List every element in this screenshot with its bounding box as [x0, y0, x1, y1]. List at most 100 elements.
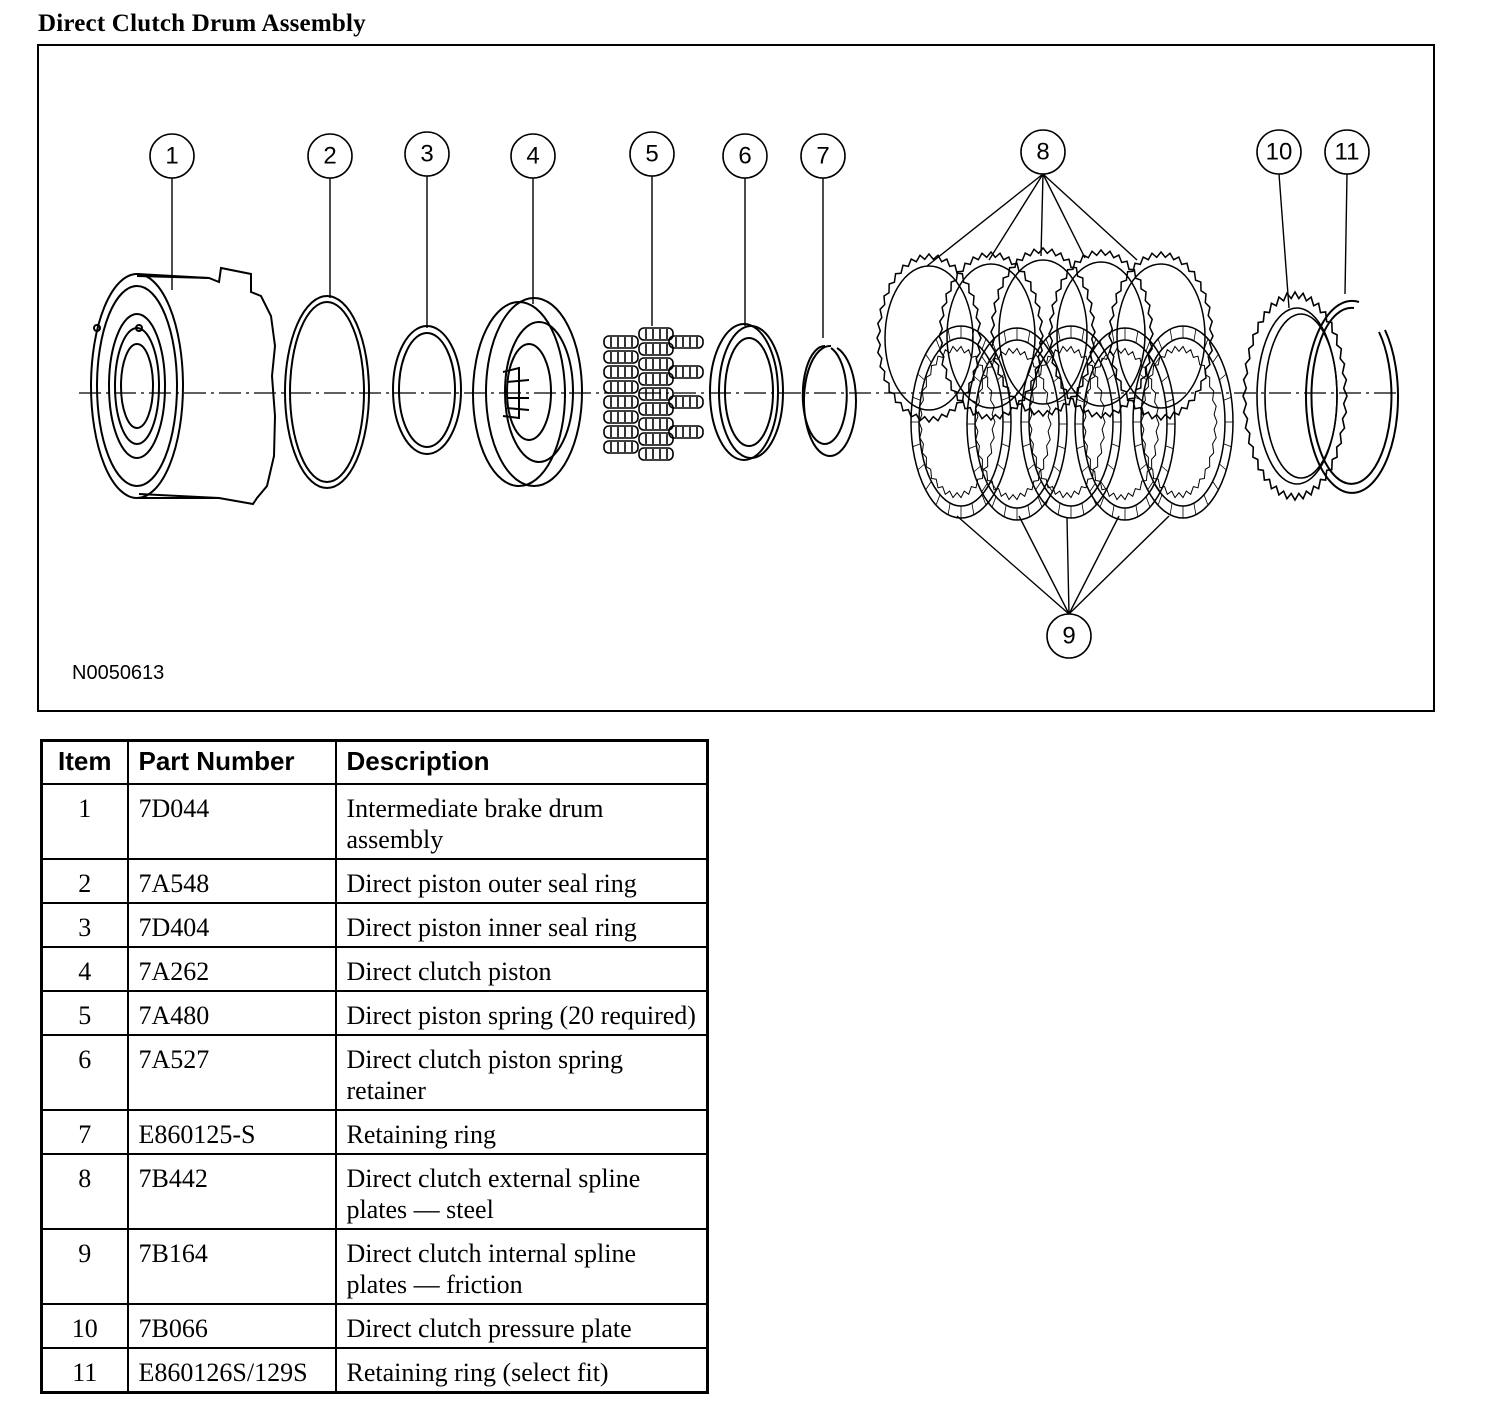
cell-description: Direct clutch internal spline plates — f…	[334, 1228, 709, 1305]
callout-2-circle	[307, 133, 353, 179]
table-row: 5 7A480 Direct piston spring (20 require…	[40, 990, 709, 1036]
callout-5-circle	[629, 131, 675, 177]
callout-9-circle	[1046, 613, 1092, 659]
callout-8-circle	[1020, 129, 1066, 175]
coil-spring	[603, 335, 639, 349]
callout-10-circle	[1256, 129, 1302, 175]
table-row: 3 7D404 Direct piston inner seal ring	[40, 902, 709, 948]
cell-part-number: 7D044	[126, 783, 337, 860]
coil-spring	[603, 440, 639, 454]
header-item: Item	[40, 739, 129, 785]
figure-id: N0050613	[72, 662, 164, 684]
table-row: 10 7B066 Direct clutch pressure plate	[40, 1303, 709, 1349]
callout-11-circle	[1324, 129, 1370, 175]
piston-springs-drawing	[603, 327, 704, 461]
cell-part-number: E860126S/129S	[126, 1347, 337, 1394]
cell-item: 7	[40, 1109, 129, 1155]
pressure-plate-teeth	[1242, 290, 1348, 502]
pressure-plate-drawing	[1242, 290, 1348, 502]
coil-spring	[638, 357, 674, 371]
leader-lines	[171, 173, 1348, 615]
callout-3: 3	[404, 131, 450, 177]
coil-spring	[668, 425, 704, 439]
callout-1-circle	[149, 133, 195, 179]
callout-2-label: 2	[323, 143, 336, 170]
steel-plate	[1108, 250, 1214, 422]
cell-item: 6	[40, 1034, 129, 1111]
retaining-ring-drawing	[801, 344, 857, 457]
cell-description: Direct piston inner seal ring	[334, 902, 709, 948]
table-row: 11 E860126S/129S Retaining ring (select …	[40, 1347, 709, 1394]
cell-item: 8	[40, 1153, 129, 1230]
header-description: Description	[334, 739, 709, 785]
cell-item: 2	[40, 858, 129, 904]
steel-plate	[1048, 248, 1154, 420]
callout-4-circle	[510, 133, 556, 179]
coil-spring	[668, 365, 704, 379]
callout-8-label: 8	[1036, 139, 1049, 166]
clutch-plates-drawing	[876, 246, 1234, 521]
coil-spring	[638, 417, 674, 431]
coil-spring	[603, 350, 639, 364]
cell-item: 1	[40, 783, 129, 860]
steel-plate	[990, 246, 1096, 418]
cell-part-number: E860125-S	[126, 1109, 337, 1155]
callout-5: 5	[629, 131, 675, 177]
coil-spring	[638, 432, 674, 446]
coil-spring	[603, 410, 639, 424]
coil-spring	[638, 387, 674, 401]
callout-6: 6	[722, 133, 768, 179]
table-row: 8 7B442 Direct clutch external spline pl…	[40, 1153, 709, 1230]
cell-description: Direct clutch pressure plate	[334, 1303, 709, 1349]
cell-description: Direct piston spring (20 required)	[334, 990, 709, 1036]
cell-item: 5	[40, 990, 129, 1036]
table-row: 9 7B164 Direct clutch internal spline pl…	[40, 1228, 709, 1305]
steel-plate	[876, 252, 982, 424]
table-row: 4 7A262 Direct clutch piston	[40, 946, 709, 992]
cell-item: 4	[40, 946, 129, 992]
cell-description: Direct piston outer seal ring	[334, 858, 709, 904]
header-part-number: Part Number	[126, 739, 337, 785]
callout-11-label: 11	[1335, 139, 1360, 166]
coil-spring	[638, 327, 674, 341]
cell-part-number: 7D404	[126, 902, 337, 948]
callout-2: 2	[307, 133, 353, 179]
callout-1-label: 1	[165, 143, 178, 170]
table-row: 6 7A527 Direct clutch piston spring reta…	[40, 1034, 709, 1111]
cell-item: 9	[40, 1228, 129, 1305]
clutch-piston-drawing	[472, 297, 583, 487]
coil-spring	[668, 395, 704, 409]
callout-9-label: 9	[1062, 623, 1075, 650]
cell-part-number: 7A527	[126, 1034, 337, 1111]
cell-part-number: 7A548	[126, 858, 337, 904]
cell-part-number: 7B442	[126, 1153, 337, 1230]
callout-9: 9	[1046, 613, 1092, 659]
callout-10-label: 10	[1266, 139, 1293, 166]
parts-table: Item Part Number Description 1 7D044 Int…	[40, 739, 709, 1394]
exploded-view-drawing: 1 2 3 4 5 6 7 8	[72, 129, 1399, 684]
cell-description: Direct clutch external spline plates — s…	[334, 1153, 709, 1230]
select-fit-ring-drawing	[1305, 299, 1399, 494]
coil-spring	[603, 425, 639, 439]
callout-3-label: 3	[420, 141, 433, 168]
callout-5-label: 5	[645, 141, 658, 168]
inner-seal-ring-drawing	[392, 325, 462, 455]
callout-8: 8	[1020, 129, 1066, 175]
callout-3-circle	[404, 131, 450, 177]
page-title: Direct Clutch Drum Assembly	[38, 10, 366, 37]
coil-spring	[603, 380, 639, 394]
callout-6-label: 6	[738, 143, 751, 170]
table-row: 1 7D044 Intermediate brake drum assembly	[40, 783, 709, 860]
callout-7-circle	[800, 133, 846, 179]
coil-spring	[638, 372, 674, 386]
table-row: 2 7A548 Direct piston outer seal ring	[40, 858, 709, 904]
coil-spring	[603, 395, 639, 409]
exploded-view-figure: 1 2 3 4 5 6 7 8	[37, 44, 1435, 712]
table-header-row: Item Part Number Description	[40, 739, 709, 785]
cell-item: 11	[40, 1347, 129, 1394]
table-row: 7 E860125-S Retaining ring	[40, 1109, 709, 1155]
cell-item: 3	[40, 902, 129, 948]
cell-description: Retaining ring (select fit)	[334, 1347, 709, 1394]
spring-retainer-drawing	[709, 323, 784, 461]
coil-spring	[638, 402, 674, 416]
